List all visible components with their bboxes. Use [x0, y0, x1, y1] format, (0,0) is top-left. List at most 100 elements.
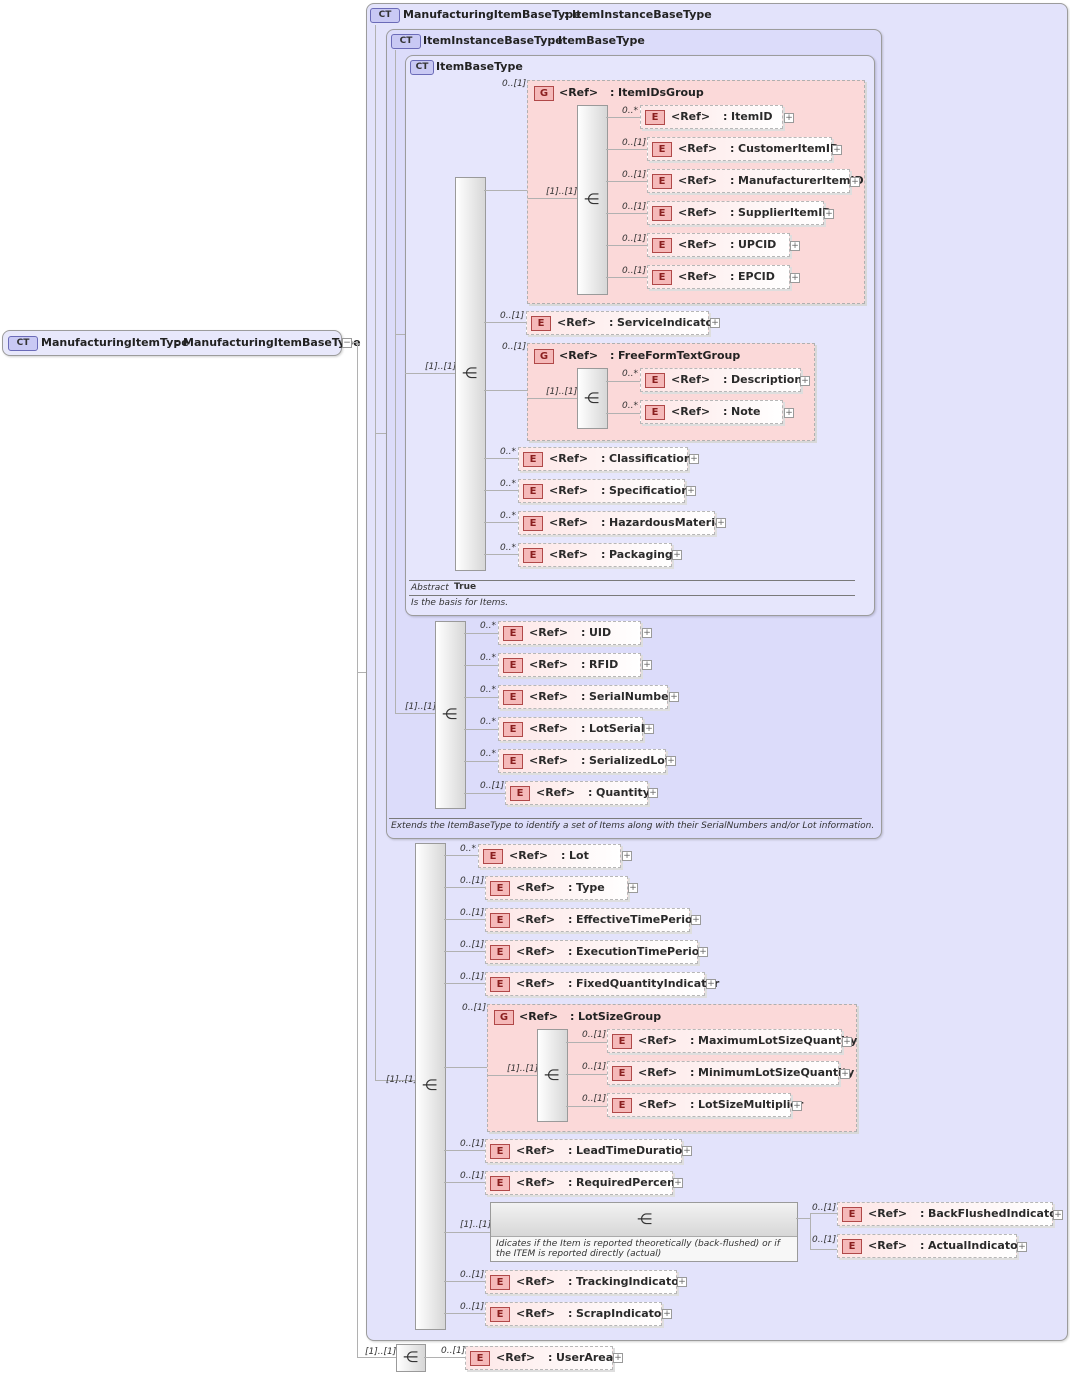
- element-rfid[interactable]: E <Ref> : RFID: [498, 653, 641, 677]
- connector: [566, 1106, 607, 1107]
- element-epcid[interactable]: E <Ref> : EPCID: [647, 265, 790, 289]
- expand-icon[interactable]: +: [682, 1146, 692, 1156]
- choice-compositor[interactable]: ⋲ Idicates if the Item is reported theor…: [490, 1202, 798, 1262]
- element-user-area[interactable]: E <Ref> : UserArea: [465, 1346, 613, 1370]
- expand-icon[interactable]: +: [613, 1353, 623, 1363]
- expand-icon[interactable]: +: [840, 1069, 850, 1079]
- mid-colon: :: [551, 34, 556, 47]
- expand-icon[interactable]: +: [662, 1309, 672, 1319]
- sequence-compositor[interactable]: ⋲: [537, 1029, 568, 1122]
- root-type-box[interactable]: CT ManufacturingItemType : Manufacturing…: [2, 330, 361, 356]
- expand-icon[interactable]: +: [706, 979, 716, 989]
- sequence-compositor[interactable]: ⋲: [396, 1344, 426, 1372]
- connector: [444, 919, 485, 920]
- sequence-compositor[interactable]: ⋲: [435, 621, 466, 809]
- element-actual-indicator[interactable]: E <Ref> : ActualIndicator: [837, 1234, 1023, 1258]
- element-icon: E: [503, 690, 523, 705]
- free-form-text-group[interactable]: G <Ref> : FreeFormTextGroup: [527, 343, 815, 441]
- element-serialized-lot[interactable]: E <Ref> : SerializedLot: [498, 749, 670, 773]
- expand-icon[interactable]: +: [784, 408, 794, 418]
- element-lead-time-duration[interactable]: E <Ref> : LeadTimeDuration: [485, 1139, 690, 1163]
- expand-icon[interactable]: +: [790, 273, 800, 283]
- expand-icon[interactable]: +: [622, 851, 632, 861]
- sequence-compositor[interactable]: ⋲: [577, 105, 608, 295]
- element-name: MinimumLotSizeQuantity: [698, 1066, 855, 1079]
- element-customer-item-id[interactable]: E <Ref> : CustomerItemID: [647, 137, 839, 161]
- expand-icon[interactable]: +: [710, 318, 720, 328]
- expand-icon[interactable]: +: [644, 724, 654, 734]
- sequence-compositor[interactable]: ⋲: [455, 177, 486, 571]
- element-minimum-lot-size-quantity[interactable]: E <Ref> : MinimumLotSizeQuantity: [607, 1061, 854, 1085]
- element-scrap-indicator[interactable]: E <Ref> : ScrapIndicator: [485, 1302, 667, 1326]
- element-colon: :: [568, 1307, 573, 1320]
- expand-icon[interactable]: +: [673, 1178, 683, 1188]
- sequence-compositor[interactable]: ⋲: [415, 843, 446, 1330]
- element-service-indicator[interactable]: E <Ref> : ServiceIndicator: [526, 311, 718, 335]
- element-name: ScrapIndicator: [576, 1307, 667, 1320]
- element-icon: E: [645, 110, 665, 125]
- element-lot-size-multiplier[interactable]: E <Ref> : LotSizeMultiplier: [607, 1093, 803, 1117]
- element-colon: :: [581, 754, 586, 767]
- element-icon: E: [652, 174, 672, 189]
- element-name: LotSerial: [589, 722, 645, 735]
- element-classification[interactable]: E <Ref> : Classification: [518, 447, 692, 471]
- expand-icon[interactable]: +: [628, 883, 638, 893]
- element-serial-number[interactable]: E <Ref> : SerialNumber: [498, 685, 674, 709]
- expand-icon[interactable]: +: [669, 692, 679, 702]
- element-execution-time-period[interactable]: E <Ref> : ExecutionTimePeriod: [485, 940, 707, 964]
- element-quantity[interactable]: E <Ref> : Quantity: [505, 781, 650, 805]
- element-lot-serial[interactable]: E <Ref> : LotSerial: [498, 717, 645, 741]
- footer-separator: [409, 595, 855, 596]
- expand-icon[interactable]: +: [790, 241, 800, 251]
- element-manufacturer-item-id[interactable]: E <Ref> : ManufacturerItemID: [647, 169, 864, 193]
- expand-icon[interactable]: +: [698, 947, 708, 957]
- expand-icon[interactable]: +: [1017, 1242, 1027, 1252]
- expand-icon[interactable]: +: [686, 486, 696, 496]
- element-tracking-indicator[interactable]: E <Ref> : TrackingIndicator: [485, 1270, 684, 1294]
- element-lot[interactable]: E <Ref> : Lot: [478, 844, 621, 868]
- expand-icon[interactable]: +: [824, 209, 834, 219]
- element-hazardous-material[interactable]: E <Ref> : HazardousMaterial: [518, 511, 726, 535]
- element-type[interactable]: E <Ref> : Type: [485, 876, 628, 900]
- element-fixed-quantity-indicator[interactable]: E <Ref> : FixedQuantityIndicator: [485, 972, 719, 996]
- collapse-icon[interactable]: −: [342, 338, 352, 348]
- expand-icon[interactable]: +: [850, 177, 860, 187]
- element-description[interactable]: E <Ref> : Description: [640, 368, 802, 392]
- expand-icon[interactable]: +: [648, 788, 658, 798]
- expand-icon[interactable]: +: [642, 660, 652, 670]
- element-colon: :: [601, 548, 606, 561]
- element-maximum-lot-size-quantity[interactable]: E <Ref> : MaximumLotSizeQuantity: [607, 1029, 857, 1053]
- connector: [464, 633, 498, 634]
- expand-icon[interactable]: +: [666, 756, 676, 766]
- element-back-flushed-indicator[interactable]: E <Ref> : BackFlushedIndicator: [837, 1202, 1062, 1226]
- element-required-percent[interactable]: E <Ref> : RequiredPercent: [485, 1171, 680, 1195]
- element-packaging[interactable]: E <Ref> : Packaging: [518, 543, 673, 567]
- expand-icon[interactable]: +: [832, 145, 842, 155]
- expand-icon[interactable]: +: [691, 915, 701, 925]
- element-effective-time-period[interactable]: E <Ref> : EffectiveTimePeriod: [485, 908, 700, 932]
- element-ref: <Ref>: [549, 452, 589, 465]
- expand-icon[interactable]: +: [689, 454, 699, 464]
- element-specification[interactable]: E <Ref> : Specification: [518, 479, 689, 503]
- element-supplier-item-id[interactable]: E <Ref> : SupplierItemID: [647, 201, 831, 225]
- element-colon: :: [730, 238, 735, 251]
- expand-icon[interactable]: +: [792, 1101, 802, 1111]
- sequence-compositor[interactable]: ⋲: [577, 368, 608, 429]
- element-icon: E: [490, 945, 510, 960]
- element-note[interactable]: E <Ref> : Note: [640, 400, 783, 424]
- element-upcid[interactable]: E <Ref> : UPCID: [647, 233, 790, 257]
- expand-icon[interactable]: +: [1053, 1210, 1063, 1220]
- cardinality: 0..[1]: [462, 1003, 487, 1013]
- expand-icon[interactable]: +: [677, 1277, 687, 1287]
- element-uid[interactable]: E <Ref> : UID: [498, 621, 641, 645]
- element-icon: E: [652, 238, 672, 253]
- connector: [444, 1313, 485, 1314]
- element-item-id[interactable]: E <Ref> : ItemID: [640, 105, 783, 129]
- element-ref: <Ref>: [557, 316, 597, 329]
- expand-icon[interactable]: +: [642, 628, 652, 638]
- expand-icon[interactable]: +: [784, 113, 794, 123]
- expand-icon[interactable]: +: [672, 550, 682, 560]
- expand-icon[interactable]: +: [842, 1037, 852, 1047]
- expand-icon[interactable]: +: [800, 376, 810, 386]
- expand-icon[interactable]: +: [716, 518, 726, 528]
